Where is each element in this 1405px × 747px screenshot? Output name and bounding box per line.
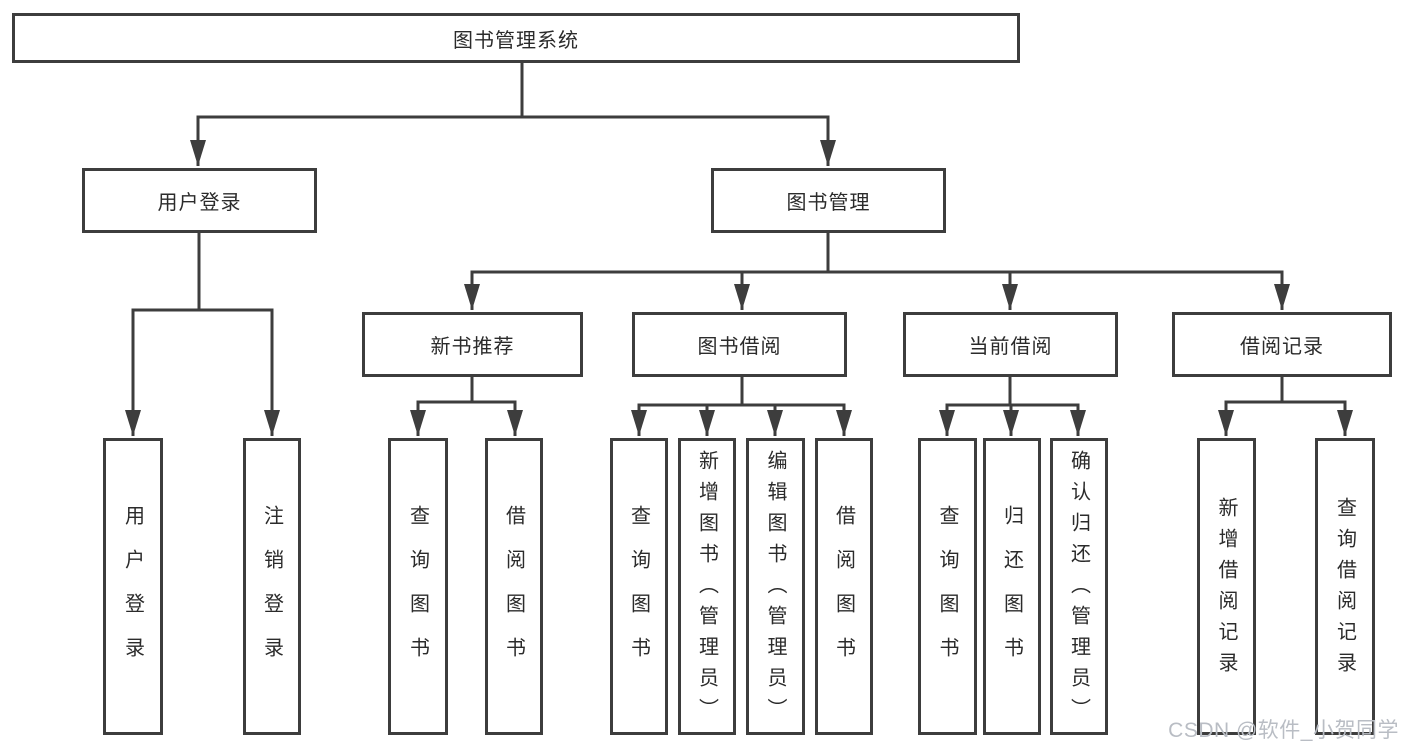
connector-user-login xyxy=(125,233,280,436)
leaf-user-login: 用户登录 xyxy=(103,438,163,735)
leaf-records-query-record: 查询借阅记录 xyxy=(1315,438,1375,735)
connector-new-book-recommendation xyxy=(410,377,523,436)
leaf-logout: 注销登录 xyxy=(243,438,301,735)
node-new-book-recommendation: 新书推荐 xyxy=(362,312,583,377)
node-book-borrowing: 图书借阅 xyxy=(632,312,847,377)
leaf-label: 归还图书 xyxy=(1000,504,1023,681)
leaf-label: 注销登录 xyxy=(260,504,283,681)
leaf-current-return-books: 归还图书 xyxy=(983,438,1041,735)
node-label: 借阅记录 xyxy=(1240,336,1324,358)
connector-book-borrowing xyxy=(631,377,852,436)
connector-borrowing-records xyxy=(1218,377,1353,436)
node-label: 用户登录 xyxy=(157,192,242,214)
connector-root xyxy=(190,63,836,166)
leaf-label: 查询图书 xyxy=(627,504,650,681)
leaf-label: 用户登录 xyxy=(121,504,144,681)
leaf-label: 查询图书 xyxy=(936,504,958,681)
node-book-management: 图书管理 xyxy=(711,168,946,233)
leaf-borrowing-borrow-books: 借阅图书 xyxy=(815,438,873,735)
node-user-login: 用户登录 xyxy=(82,168,317,233)
leaf-borrowing-query-books: 查询图书 xyxy=(610,438,668,735)
leaf-label: 借阅图书 xyxy=(832,504,855,681)
node-library-system: 图书管理系统 xyxy=(12,13,1020,63)
leaf-label: 编辑图书（管理员） xyxy=(764,450,786,729)
leaf-label: 确认归还（管理员） xyxy=(1067,450,1090,729)
node-label: 图书管理 xyxy=(786,192,871,214)
node-label: 图书管理系统 xyxy=(453,29,579,52)
leaf-label: 借阅图书 xyxy=(502,504,525,681)
leaf-label: 新增借阅记录 xyxy=(1215,496,1237,683)
leaf-current-query-books: 查询图书 xyxy=(918,438,977,735)
connector-current-borrowing xyxy=(939,377,1086,436)
leaf-borrowing-edit-books-admin: 编辑图书（管理员） xyxy=(746,438,805,735)
connector-book-management xyxy=(464,233,1290,310)
node-current-borrowing: 当前借阅 xyxy=(903,312,1118,377)
csdn-watermark: CSDN @软件_小贺同学 xyxy=(1168,719,1399,742)
node-label: 新书推荐 xyxy=(430,336,515,358)
node-borrowing-records: 借阅记录 xyxy=(1172,312,1392,377)
leaf-label: 查询图书 xyxy=(406,504,429,681)
node-label: 图书借阅 xyxy=(697,336,782,358)
leaf-borrowing-add-books-admin: 新增图书（管理员） xyxy=(678,438,736,735)
leaf-recommend-query-books: 查询图书 xyxy=(388,438,448,735)
leaf-label: 查询借阅记录 xyxy=(1333,496,1356,683)
leaf-current-confirm-return-admin: 确认归还（管理员） xyxy=(1050,438,1108,735)
leaf-records-add-record: 新增借阅记录 xyxy=(1197,438,1256,735)
leaf-recommend-borrow-books: 借阅图书 xyxy=(485,438,543,735)
node-label: 当前借阅 xyxy=(968,336,1053,358)
leaf-label: 新增图书（管理员） xyxy=(695,450,718,729)
